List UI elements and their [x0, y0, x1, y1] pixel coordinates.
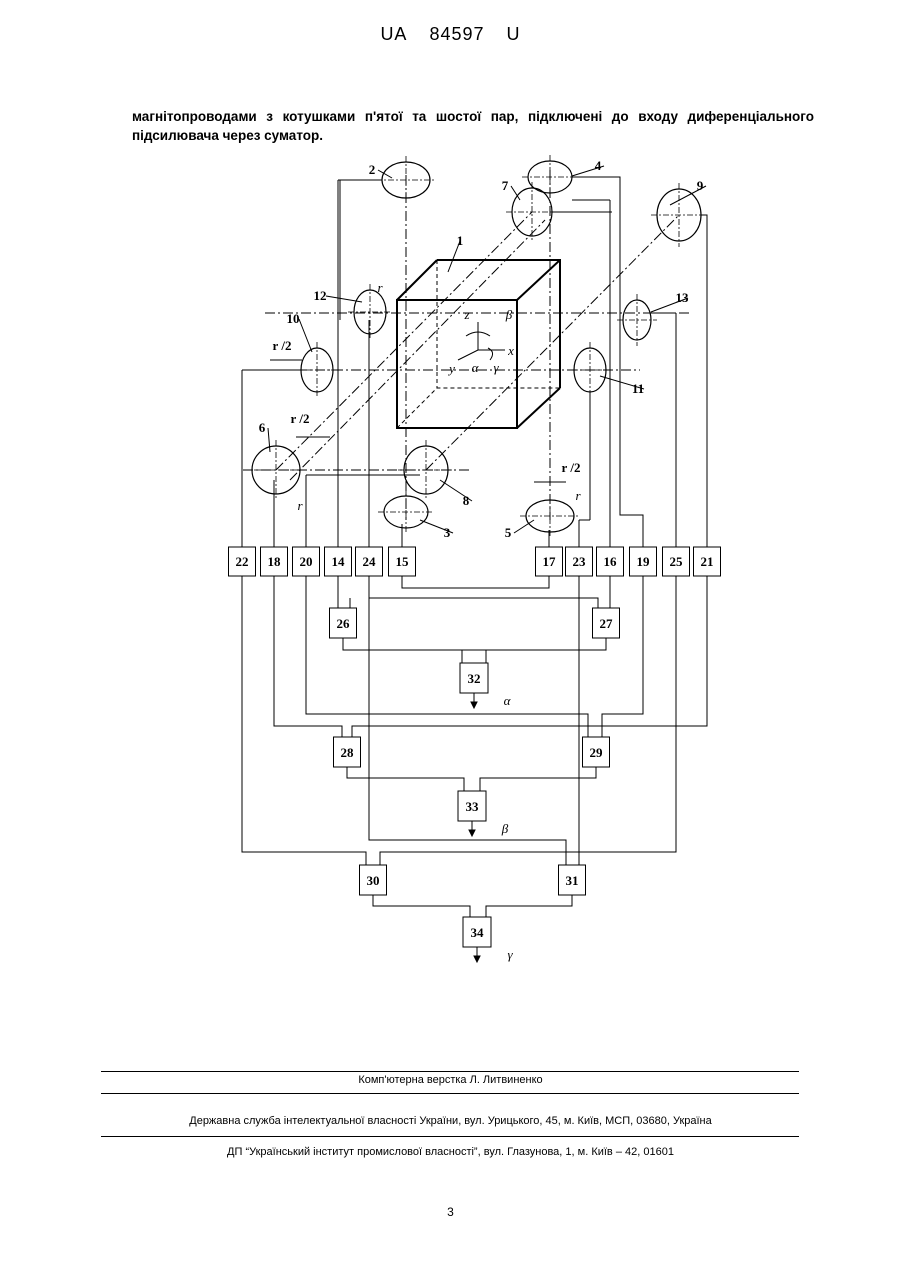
- block-group: [229, 547, 721, 947]
- r-label-12: r: [377, 280, 383, 295]
- block-label-32: 32: [468, 671, 481, 686]
- block-label-25: 25: [670, 554, 684, 569]
- wire: [352, 576, 707, 737]
- wire: [369, 598, 566, 865]
- block-label-19: 19: [637, 554, 651, 569]
- axis-gamma: γ: [493, 360, 499, 375]
- axis-z: z: [463, 307, 469, 322]
- coil-label-12: 12: [314, 288, 327, 303]
- wire: [306, 576, 588, 737]
- coil-label-3: 3: [444, 525, 451, 540]
- coil-label-8: 8: [463, 493, 470, 508]
- axis-y: y: [447, 361, 455, 376]
- wire: [402, 576, 549, 588]
- output-arrowhead: [469, 830, 475, 836]
- wire: [701, 215, 707, 547]
- block-label-30: 30: [367, 873, 380, 888]
- wire: [572, 177, 643, 547]
- output-label-32: α: [504, 693, 512, 708]
- footer-rule-top: [101, 1071, 799, 1072]
- wire: [602, 576, 643, 737]
- cube-hidden-edges: [397, 388, 560, 428]
- page-number: 3: [0, 1205, 901, 1219]
- block-label-22: 22: [236, 554, 249, 569]
- output-arrowhead: [474, 956, 480, 962]
- field-axis: [276, 212, 532, 470]
- coil-label-4: 4: [595, 158, 602, 173]
- cube-front-face: [397, 300, 517, 428]
- document-header: UA 84597 U: [0, 24, 901, 45]
- footer-rule-bottom: [101, 1136, 799, 1137]
- block-label-26: 26: [337, 616, 351, 631]
- block-label-28: 28: [341, 745, 355, 760]
- coil-label-9: 9: [697, 178, 704, 193]
- axis-x: x: [507, 343, 514, 358]
- r-half-label-10: r /2: [273, 338, 292, 353]
- wire: [274, 576, 342, 737]
- block-label-31: 31: [566, 873, 579, 888]
- footer-rule-mid: [101, 1093, 799, 1094]
- block-label-24: 24: [363, 554, 377, 569]
- block-label-23: 23: [573, 554, 587, 569]
- block-label-20: 20: [300, 554, 313, 569]
- block-label-16: 16: [604, 554, 618, 569]
- cube-edge: [517, 260, 560, 300]
- patent-figure: 12345678910111213rrrr /2r /2r /2zxyαγβ22…: [0, 140, 901, 980]
- wire: [462, 638, 606, 663]
- leader-line: [268, 428, 270, 452]
- block-label-27: 27: [600, 616, 614, 631]
- coil-label-11: 11: [632, 381, 644, 396]
- coil-group: [246, 155, 707, 538]
- cube-edge: [517, 388, 560, 428]
- coil-label-6: 6: [259, 420, 266, 435]
- axis-alpha: α: [472, 360, 480, 375]
- figure-labels: 12345678910111213rrrr /2r /2r /2zxyαγβ22…: [236, 158, 714, 962]
- block-label-29: 29: [590, 745, 604, 760]
- output-label-34: γ: [507, 947, 513, 962]
- axis-y-arrow: [458, 350, 478, 360]
- block-label-15: 15: [396, 554, 410, 569]
- doc-number: 84597: [429, 24, 484, 44]
- block-label-18: 18: [268, 554, 282, 569]
- block-label-34: 34: [471, 925, 485, 940]
- coil-label-13: 13: [676, 290, 690, 305]
- block-label-21: 21: [701, 554, 714, 569]
- axis-beta: β: [505, 307, 513, 322]
- r-half-label-6: r /2: [291, 411, 310, 426]
- cube-edge: [397, 260, 437, 300]
- output-label-33: β: [501, 821, 509, 836]
- wire: [380, 576, 676, 865]
- footer-layout: Комп'ютерна верстка Л. Литвиненко: [0, 1074, 901, 1086]
- field-axis: [426, 215, 679, 470]
- wire: [486, 895, 572, 917]
- footer-office: Державна служба інтелектуальної власност…: [0, 1115, 901, 1127]
- block-label-33: 33: [466, 799, 480, 814]
- footer-institute: ДП “Український інститут промислової вла…: [0, 1146, 901, 1158]
- coil-label-2: 2: [369, 162, 376, 177]
- block-label-17: 17: [543, 554, 557, 569]
- coil-label-7: 7: [502, 178, 509, 193]
- wire: [369, 576, 598, 608]
- coil-label-10: 10: [287, 311, 300, 326]
- output-arrowhead: [471, 702, 477, 708]
- coil-label-1: 1: [457, 233, 464, 248]
- coil-label-5: 5: [505, 525, 512, 540]
- leader-line: [299, 319, 312, 352]
- r-label-5: r: [575, 488, 581, 503]
- r-label-6: r: [297, 498, 303, 513]
- block-label-14: 14: [332, 554, 346, 569]
- r-half-label-5: r /2: [562, 460, 581, 475]
- doc-prefix: UA: [380, 24, 407, 44]
- wire: [347, 767, 464, 791]
- wire: [373, 895, 470, 917]
- doc-suffix: U: [507, 24, 521, 44]
